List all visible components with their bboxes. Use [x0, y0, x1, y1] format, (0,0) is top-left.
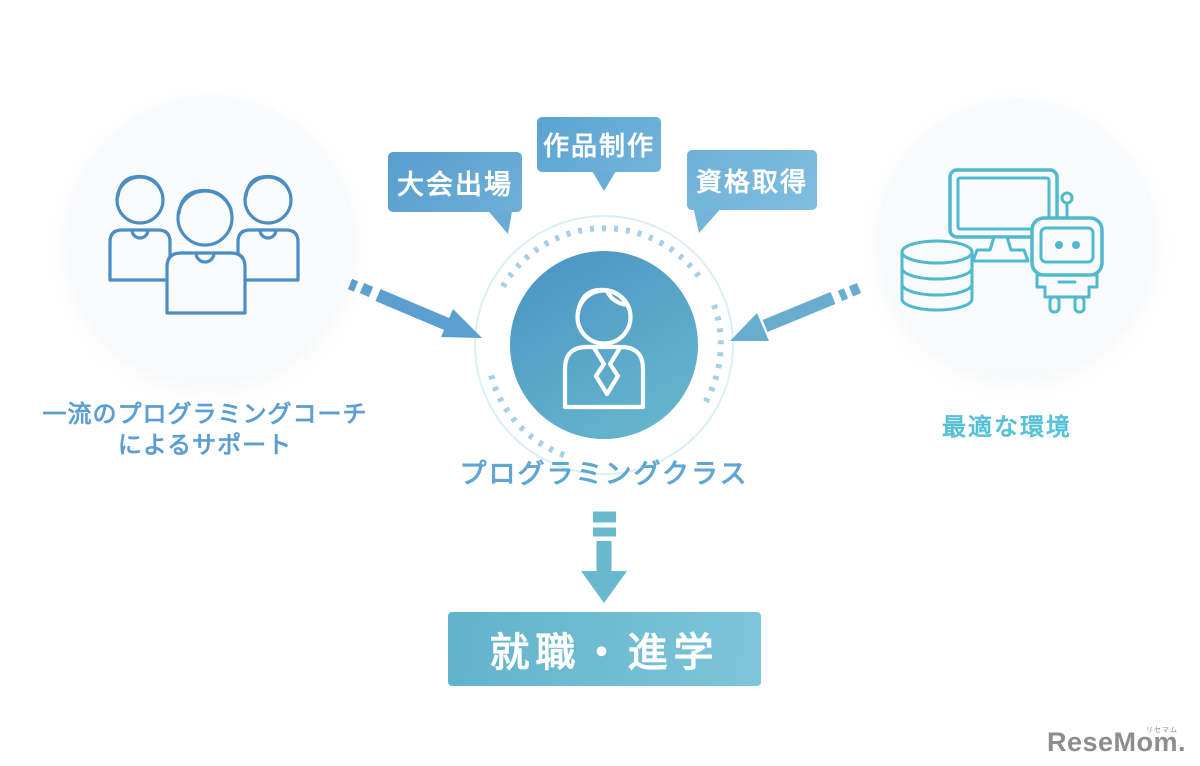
bubble-production: 作品制作	[537, 117, 661, 172]
right-node-circle	[877, 98, 1157, 378]
down-arrow	[581, 511, 627, 603]
monitor-icon	[948, 168, 1059, 263]
robot-icon	[1030, 191, 1104, 314]
bubble-tail-left	[484, 206, 513, 234]
left-node-circle	[65, 95, 355, 385]
outcome-box: 就職・進学	[448, 612, 761, 686]
bubble-tail-center	[589, 166, 619, 191]
person-back-right-icon	[236, 174, 300, 282]
coaches-people-icon	[108, 174, 300, 315]
person-front-icon	[165, 188, 247, 315]
tech-environment-icon	[900, 168, 1104, 314]
right-node-label: 最適な環境	[942, 414, 1072, 441]
dotted-ring	[488, 225, 724, 458]
left-node-label: 一流のプログラミングコーチ によるサポート	[20, 399, 390, 461]
bubble-qualification: 資格取得	[687, 150, 817, 210]
database-icon	[900, 239, 974, 312]
left-node-label-line1: 一流のプログラミングコーチ	[42, 401, 368, 428]
center-node-circle	[510, 251, 698, 439]
left-arrow	[347, 278, 482, 338]
faint-ring	[474, 215, 734, 475]
left-node-label-line2: によるサポート	[117, 432, 293, 459]
center-node-label: プログラミングクラス	[459, 459, 749, 489]
bubble-tail-right	[693, 206, 723, 233]
resemom-logo-ruby: リセマム	[1146, 727, 1178, 734]
right-arrow	[730, 282, 862, 341]
person-back-left-icon	[108, 174, 172, 282]
student-icon	[562, 287, 646, 410]
resemom-logo: リセマム ReseMom.	[1047, 727, 1186, 758]
resemom-logo-text: ReseMom.	[1046, 727, 1186, 757]
bubble-competition: 大会出場	[388, 152, 522, 212]
